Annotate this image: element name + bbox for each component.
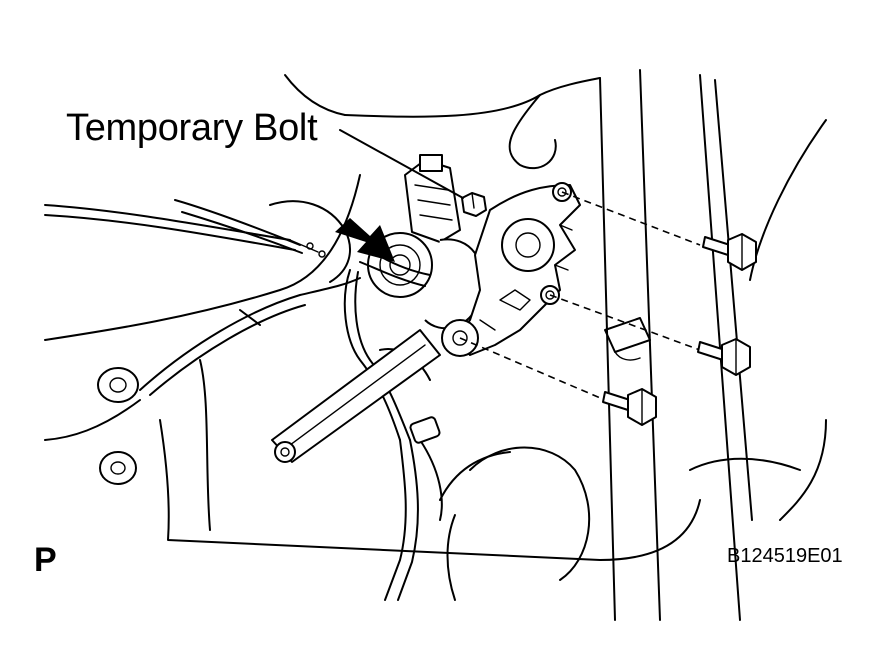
regulator-plate xyxy=(441,182,581,357)
callout-label: Temporary Bolt xyxy=(66,107,318,149)
figure-code: B124519E01 xyxy=(727,545,843,567)
panel-access-holes xyxy=(97,200,591,601)
control-cables xyxy=(44,199,361,396)
arrow-icon xyxy=(335,218,395,262)
regulator-arm xyxy=(271,329,441,463)
window-motor xyxy=(359,154,484,330)
view-letter: P xyxy=(34,541,57,579)
callout-leader-line xyxy=(339,129,464,199)
temporary-bolt xyxy=(461,192,487,217)
bolt-alignment-lines xyxy=(459,191,701,401)
door-panel-outline xyxy=(44,69,827,621)
hex-bolt-icon xyxy=(702,233,757,271)
hex-bolt-icon xyxy=(697,338,751,376)
door-bracket xyxy=(604,317,651,361)
wire-harness xyxy=(199,269,443,601)
hex-bolt-icon xyxy=(602,388,657,426)
